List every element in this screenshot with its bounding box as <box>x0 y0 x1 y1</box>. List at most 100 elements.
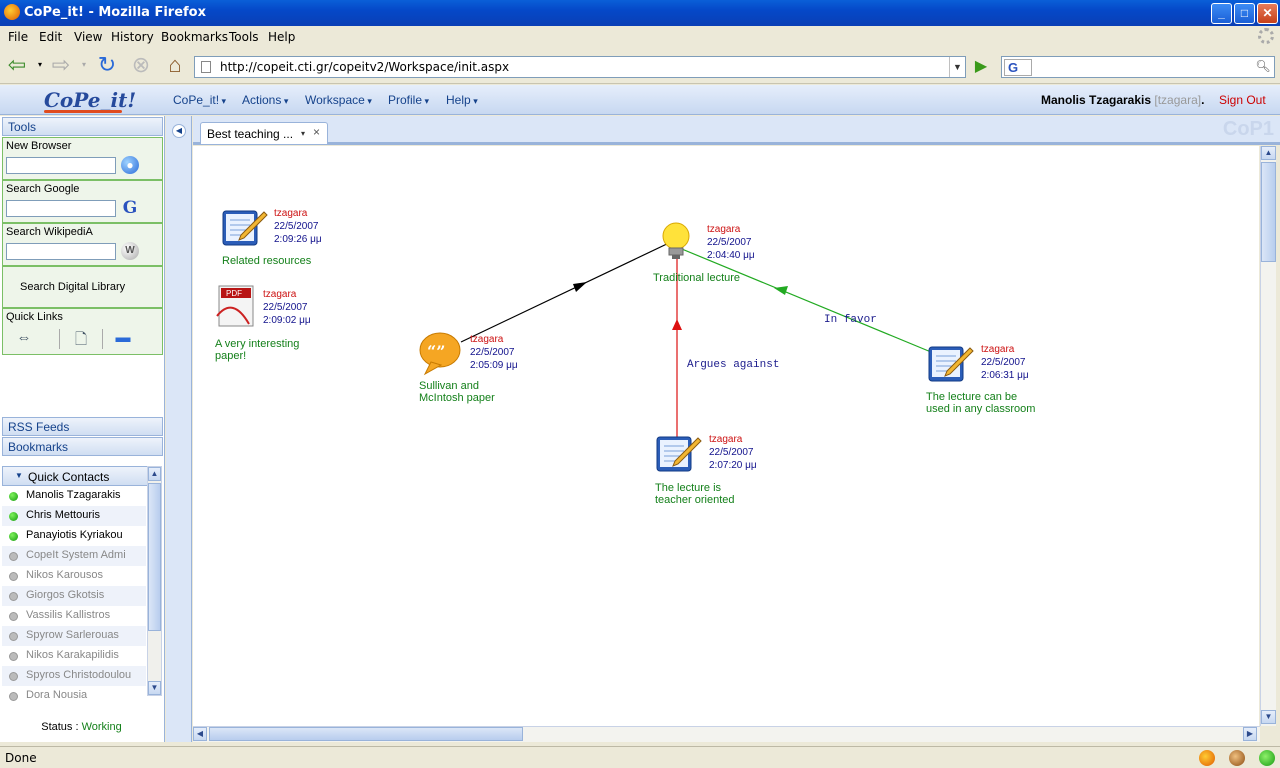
app-menu-copeit[interactable]: CoPe_it! <box>173 93 226 107</box>
scroll-down-icon[interactable]: ▼ <box>1261 710 1276 724</box>
check-icon[interactable] <box>1259 750 1275 766</box>
scroll-thumb[interactable] <box>209 727 523 741</box>
stop-icon[interactable]: ⊗ <box>131 52 151 77</box>
search-google-tool: Search Google G <box>2 180 163 223</box>
app-menu-profile[interactable]: Profile <box>388 93 429 107</box>
link-label-in-favor[interactable]: In favor <box>824 314 877 326</box>
bookmarks-header[interactable]: Bookmarks <box>2 437 163 456</box>
list-item[interactable]: Nikos Karakapilidis <box>2 646 146 666</box>
app-menu-actions[interactable]: Actions <box>242 93 288 107</box>
list-item[interactable]: Dora Nousia <box>2 686 146 706</box>
forward-icon[interactable]: ⇨ <box>51 52 71 77</box>
list-item[interactable]: Giorgos Gkotsis <box>2 586 146 606</box>
link-supports-line[interactable] <box>460 241 672 343</box>
document-icon[interactable]: 🗋︎ <box>59 329 103 349</box>
home-icon[interactable]: ⌂ <box>168 52 182 77</box>
app-menu-workspace[interactable]: Workspace <box>305 93 372 107</box>
quote-bubble-icon[interactable]: “” <box>419 332 461 376</box>
menu-file[interactable]: File <box>8 30 29 44</box>
scroll-right-icon[interactable]: ▶ <box>1243 727 1257 741</box>
canvas-horizontal-scrollbar[interactable]: ◀ ▶ <box>193 726 1260 742</box>
contact-name: Spyros Christodoulou <box>26 669 132 681</box>
scroll-up-icon[interactable]: ▲ <box>1261 146 1276 160</box>
link-label-argues-against[interactable]: Argues against <box>687 359 780 371</box>
menu-bar: File Edit View History Bookmarks Tools H… <box>0 26 1280 48</box>
status-text: Done <box>5 751 37 765</box>
offline-status-icon <box>9 692 18 701</box>
list-item[interactable]: Panayiotis Kyriakou <box>2 526 146 546</box>
minimize-button[interactable]: _ <box>1211 3 1232 24</box>
collapse-triangle-icon[interactable]: ▼ <box>15 471 23 480</box>
web-search-box[interactable]: G 🔍︎ <box>1001 56 1275 78</box>
note-pencil-icon[interactable] <box>222 210 268 246</box>
tab-menu-icon[interactable]: ▾ <box>301 129 306 138</box>
scroll-thumb[interactable] <box>1261 162 1276 262</box>
node-author: tzagara <box>263 289 297 300</box>
google-icon[interactable]: G <box>122 198 138 218</box>
scroll-left-icon[interactable]: ◀ <box>193 727 207 741</box>
menu-bookmarks[interactable]: Bookmarks <box>161 30 229 44</box>
url-history-dropdown[interactable]: ▼ <box>949 57 965 77</box>
sign-out-link[interactable]: Sign Out <box>1219 93 1266 107</box>
rss-feeds-header[interactable]: RSS Feeds <box>2 417 163 436</box>
tab-close-icon[interactable]: × <box>313 125 321 139</box>
search-digital-library-link[interactable]: Search Digital Library <box>20 281 126 293</box>
collapse-left-icon[interactable]: ◀ <box>172 124 186 138</box>
contact-name: Nikos Karakapilidis <box>26 649 119 661</box>
go-icon[interactable]: ▶ <box>974 58 988 75</box>
tab-label: Best teaching ... <box>207 127 294 141</box>
list-item[interactable]: CopeIt System Admi <box>2 546 146 566</box>
online-status-icon <box>9 512 18 521</box>
menu-history[interactable]: History <box>111 30 154 44</box>
list-item[interactable]: Spyros Christodoulou <box>2 666 146 686</box>
url-text[interactable]: http://copeit.cti.gr/copeitv2/Workspace/… <box>220 60 510 74</box>
note-pencil-icon[interactable] <box>656 436 702 472</box>
back-icon[interactable]: ⇦ <box>7 52 27 77</box>
note-pencil-icon[interactable] <box>928 346 974 382</box>
scroll-up-icon[interactable]: ▲ <box>148 467 161 481</box>
link-in-favor-line[interactable] <box>676 246 932 353</box>
forward-history-dropdown[interactable]: ▾ <box>81 60 86 69</box>
search-google-input[interactable] <box>6 200 116 217</box>
maximize-button[interactable]: □ <box>1234 3 1255 24</box>
search-engine-icon[interactable]: G <box>1004 59 1032 76</box>
quick-contacts-header[interactable]: ▼ Quick Contacts <box>2 466 148 486</box>
menu-view[interactable]: View <box>74 30 103 44</box>
menu-tools[interactable]: Tools <box>229 30 259 44</box>
search-wikipedia-input[interactable] <box>6 243 116 260</box>
wikipedia-icon[interactable]: W <box>121 242 139 260</box>
close-button[interactable]: ✕ <box>1257 3 1278 24</box>
back-history-dropdown[interactable]: ▾ <box>37 60 42 69</box>
url-bar[interactable]: http://copeit.cti.gr/copeitv2/Workspace/… <box>194 56 966 78</box>
tools-header[interactable]: Tools <box>2 117 163 136</box>
folder-icon[interactable]: ▬ <box>115 329 131 346</box>
lightbulb-icon[interactable] <box>662 222 690 259</box>
contact-name: Chris Mettouris <box>26 509 100 521</box>
greasemonkey-icon[interactable] <box>1229 750 1245 766</box>
scroll-down-icon[interactable]: ▼ <box>148 681 161 695</box>
node-date: 22/5/2007 <box>981 357 1026 368</box>
reload-icon[interactable]: ↻ <box>97 52 117 77</box>
list-item[interactable]: Nikos Karousos <box>2 566 146 586</box>
contacts-scrollbar[interactable]: ▲ ▼ <box>147 466 162 696</box>
menu-help[interactable]: Help <box>268 30 296 44</box>
scroll-thumb[interactable] <box>148 483 161 631</box>
discussion-canvas[interactable]: PDF “” tzagara 22/5/2007 2:09:26 μμ Rela… <box>193 146 1259 726</box>
workspace-tab-strip: Best teaching ... ▾ × CoP1 <box>193 116 1280 145</box>
menu-edit[interactable]: Edit <box>39 30 63 44</box>
globe-icon[interactable]: ● <box>121 156 139 174</box>
firefox-addon-icon[interactable] <box>1199 750 1215 766</box>
pdf-icon[interactable]: PDF <box>216 285 254 327</box>
node-author: tzagara <box>981 344 1015 355</box>
node-title: Traditional lecture <box>653 272 741 284</box>
resize-arrows-icon[interactable]: ⇔ <box>16 329 32 346</box>
canvas-vertical-scrollbar[interactable]: ▲ ▼ <box>1260 146 1276 726</box>
tab-best-teaching[interactable]: Best teaching ... ▾ × <box>200 122 328 144</box>
app-menu-help[interactable]: Help <box>446 93 478 107</box>
list-item[interactable]: Chris Mettouris <box>2 506 146 526</box>
new-browser-input[interactable] <box>6 157 116 174</box>
list-item[interactable]: Spyrow Sarlerouas <box>2 626 146 646</box>
list-item[interactable]: Vassilis Kallistros <box>2 606 146 626</box>
search-icon[interactable]: 🔍︎ <box>1255 59 1271 73</box>
list-item[interactable]: Manolis Tzagarakis <box>2 486 146 506</box>
